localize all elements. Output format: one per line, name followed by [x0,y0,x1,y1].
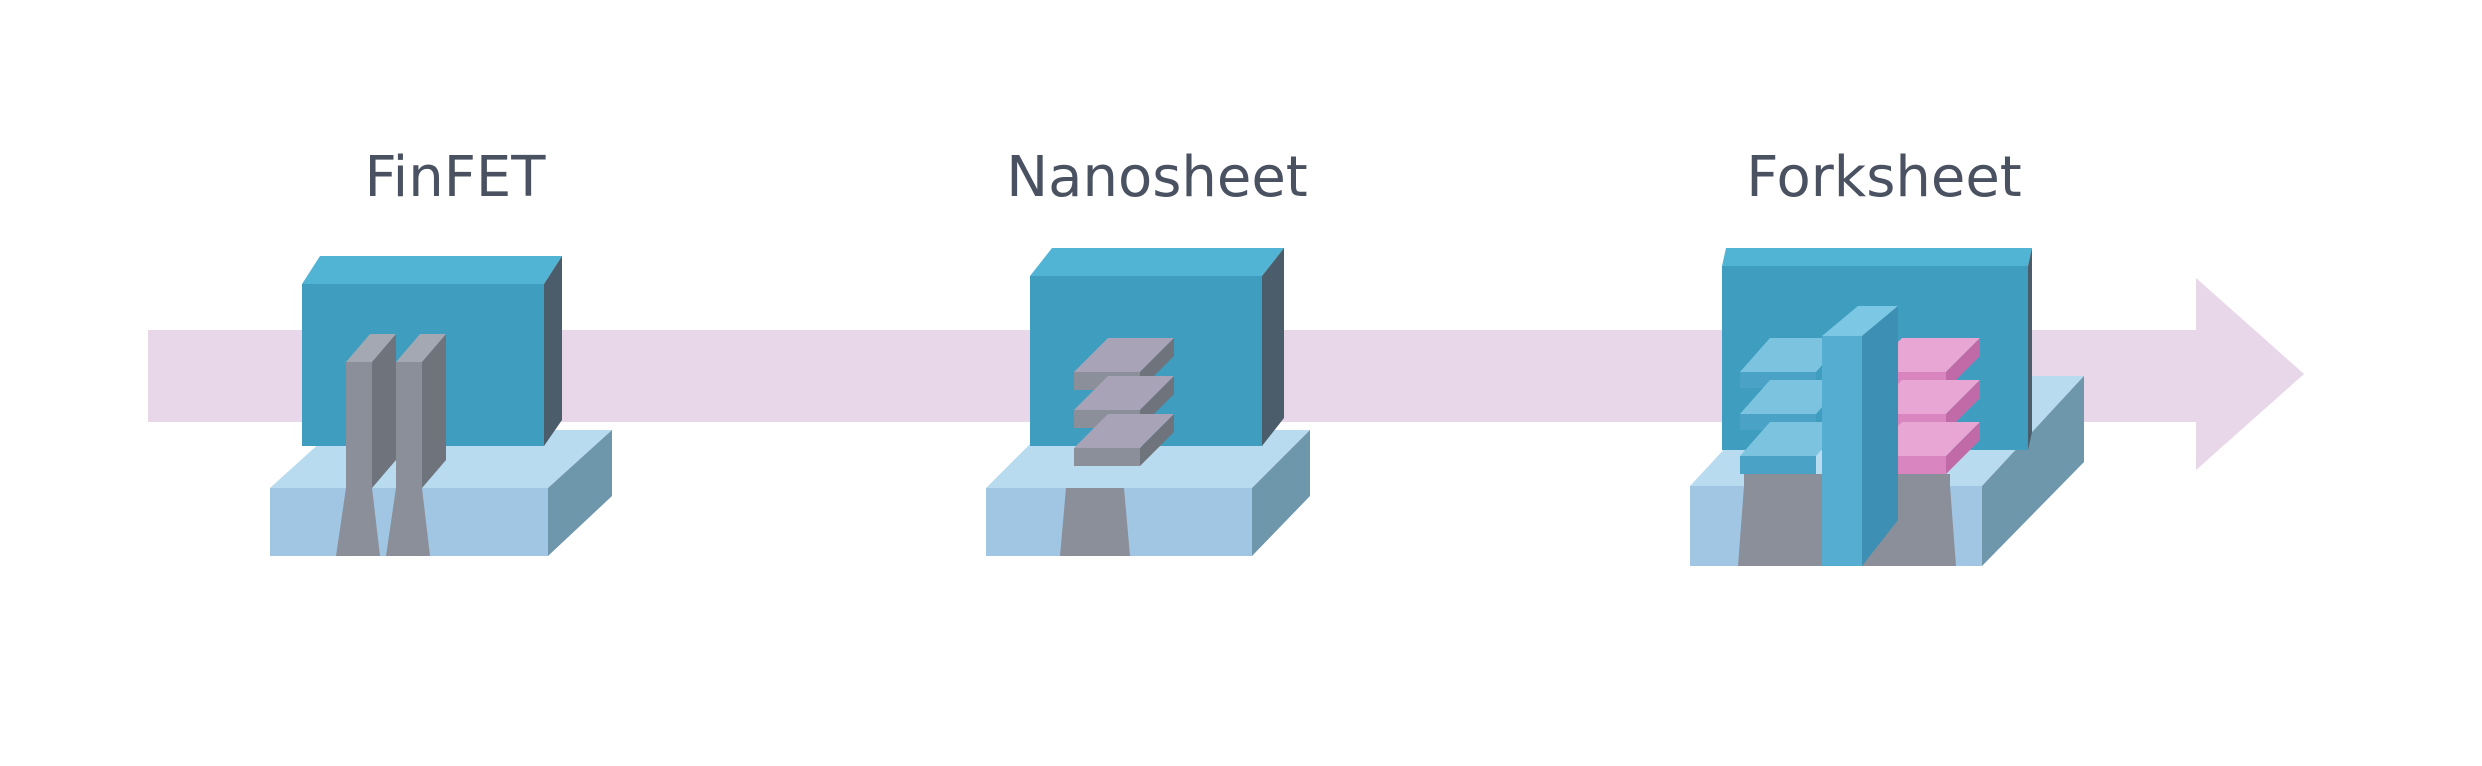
nmos-sheet-1-top [1740,338,1846,372]
forksheet-dielectric-wall [1822,306,1898,566]
sheet-3-top [1074,414,1174,448]
nanosheet-substrate-side [1252,430,1310,556]
wall-front [1822,336,1862,566]
forksheet-gate-top [1722,248,2032,266]
fin-1-top [346,334,396,362]
nanosheet-channel-pillar [1060,488,1130,556]
forksheet-gate-side [2028,248,2032,450]
pmos-sheet-3-side [1946,422,1980,474]
finfet-gate-side [544,256,562,446]
nmos-sheet-2-top [1740,380,1846,414]
finfet-substrate-side [548,430,612,556]
nanosheet-device [986,248,1310,556]
sheet-1-top [1074,338,1174,372]
sheet-3-front [1074,448,1140,466]
sheet-2-top [1074,376,1174,410]
forksheet-substrate-side [1982,376,2084,566]
nanosheet-label: Nanosheet [1006,145,1308,210]
forksheet-device [1690,248,2084,566]
nanosheet-gate-top [1030,248,1284,276]
finfet-fins [336,334,446,556]
finfet-gate-top [302,256,562,284]
fin-1-side [372,334,396,488]
forksheet-label: Forksheet [1746,145,2021,210]
nanosheet-gate-side [1262,248,1284,446]
nmos-sheet-3-top [1740,422,1846,456]
wall-top [1822,306,1898,336]
finfet-label: FinFET [365,145,547,210]
fin-2-side [422,334,446,488]
nmos-sheet-3-front [1740,456,1816,474]
fin-1-front [336,362,380,556]
pmos-sheet-2-side [1946,380,1980,432]
pmos-sheet-1-side [1946,338,1980,390]
nanosheet-sheets [1074,338,1174,466]
finfet-device [270,256,612,556]
forksheet-nmos-sheets [1740,338,1846,474]
sheet-3-side [1140,414,1174,466]
fin-2-top [396,334,446,362]
fin-2-front [386,362,430,556]
wall-side [1862,306,1898,566]
